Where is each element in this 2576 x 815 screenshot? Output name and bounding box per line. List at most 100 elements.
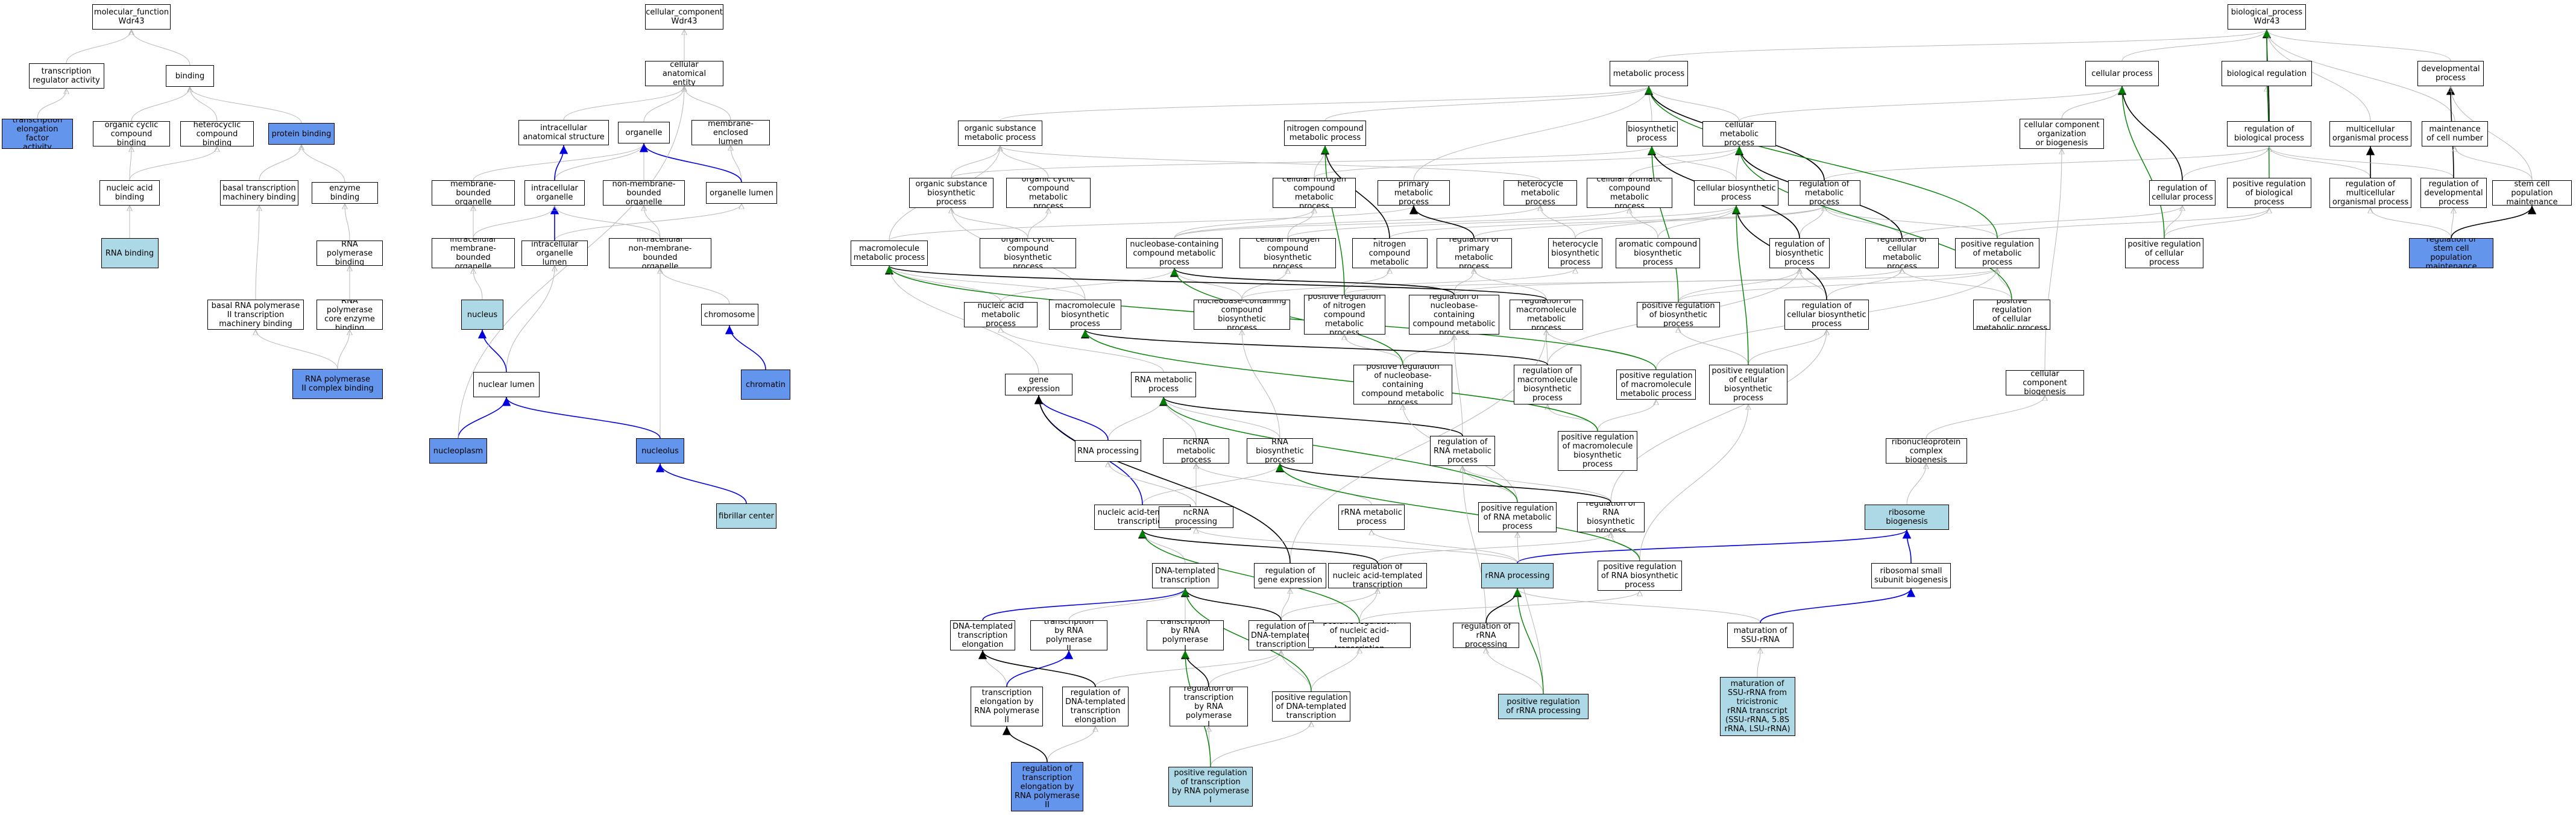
node-hcb[interactable]: heterocyclic compound binding	[180, 121, 254, 146]
node-regcellmp[interactable]: regulation of cellular metabolic process	[1865, 238, 1939, 268]
node-rnab[interactable]: RNA binding	[101, 238, 159, 268]
node-organelle[interactable]: organelle	[618, 122, 670, 143]
node-cae[interactable]: cellular anatomical entity	[645, 61, 723, 86]
node-regdtte[interactable]: regulation of DNA-templated transcriptio…	[1062, 687, 1129, 726]
node-primmp[interactable]: primary metabolic process	[1378, 180, 1450, 206]
node-regbp[interactable]: regulation of biological process	[2227, 121, 2311, 146]
node-inmbo[interactable]: intracellular non-membrane-bounded organ…	[609, 238, 711, 268]
node-matssutri[interactable]: maturation of SSU-rRNA from tricistronic…	[1719, 677, 1795, 736]
node-posregmacromp[interactable]: positive regulation of macromolecule met…	[1616, 370, 1696, 400]
node-rrnamp[interactable]: rRNA metabolic process	[1338, 505, 1405, 530]
node-mel[interactable]: membrane-enclosed lumen	[691, 120, 770, 145]
node-osmp[interactable]: organic substance metabolic process	[958, 121, 1042, 146]
node-dtt[interactable]: DNA-templated transcription	[1152, 563, 1218, 588]
node-binding[interactable]: binding	[166, 65, 214, 87]
node-chromatin[interactable]: chromatin	[741, 370, 790, 400]
node-devproc[interactable]: developmental process	[2417, 61, 2484, 86]
node-tbrnap2[interactable]: transcription by RNA polymerase II	[1030, 620, 1107, 650]
node-posregrnabp[interactable]: positive regulation of RNA biosynthetic …	[1598, 561, 1682, 591]
node-posregnbcmp[interactable]: positive regulation of nucleobase-contai…	[1353, 365, 1452, 404]
node-posregmp[interactable]: positive regulation of metabolic process	[1955, 238, 2039, 268]
node-biosyn[interactable]: biosynthetic process	[1626, 121, 1678, 146]
node-regteb2[interactable]: regulation of transcription elongation b…	[1011, 762, 1083, 811]
node-cc[interactable]: cellular_component Wdr43	[645, 4, 723, 30]
node-regmacrobp[interactable]: regulation of macromolecule biosynthetic…	[1514, 365, 1581, 404]
node-rnapce[interactable]: RNA polymerase core enzyme binding	[316, 300, 383, 330]
node-nbcmp[interactable]: nucleobase-containing compound metabolic…	[1126, 238, 1223, 268]
node-nuclumen[interactable]: nuclear lumen	[473, 372, 540, 397]
node-cellbp[interactable]: cellular biosynthetic process	[1694, 180, 1778, 206]
node-mf[interactable]: molecular_function Wdr43	[92, 4, 171, 30]
node-tefa[interactable]: transcription elongation factor activity	[2, 119, 73, 149]
node-rnpcb[interactable]: ribonucleoprotein complex biogenesis	[1885, 438, 1967, 464]
node-tbrnap1[interactable]: transcription by RNA polymerase I	[1147, 620, 1224, 650]
node-dtte[interactable]: DNA-templated transcription elongation	[950, 620, 1015, 650]
node-cacmp[interactable]: cellular aromatic compound metabolic pro…	[1587, 178, 1672, 208]
node-regrnamp[interactable]: regulation of RNA metabolic process	[1430, 436, 1495, 466]
node-regmulti[interactable]: regulation of multicellular organismal p…	[2329, 178, 2411, 208]
node-occmp[interactable]: organic cyclic compound metabolic proces…	[1006, 178, 1091, 208]
node-ncrnaproc[interactable]: ncRNA processing	[1159, 506, 1233, 528]
node-regcellbp[interactable]: regulation of cellular biosynthetic proc…	[1784, 300, 1869, 330]
node-macromp[interactable]: macromolecule metabolic process	[851, 241, 928, 266]
node-acbp[interactable]: aromatic compound biosynthetic process	[1616, 238, 1700, 268]
node-regcp[interactable]: regulation of cellular process	[2149, 180, 2215, 206]
node-rrnaproc[interactable]: rRNA processing	[1481, 563, 1554, 588]
node-io[interactable]: intracellular organelle	[524, 180, 585, 206]
node-nab[interactable]: nucleic acid binding	[99, 180, 160, 206]
node-regnbcmp[interactable]: regulation of nucleobase-containing comp…	[1409, 295, 1499, 335]
node-nmbo[interactable]: non-membrane-bounded organelle	[603, 180, 685, 206]
node-tra[interactable]: transcription regulator activity	[28, 63, 104, 89]
node-regmacromp[interactable]: regulation of macromolecule metabolic pr…	[1510, 300, 1583, 330]
node-posregncmp[interactable]: positive regulation of nitrogen compound…	[1303, 295, 1385, 335]
node-regrrnaproc[interactable]: regulation of rRNA processing	[1453, 623, 1519, 648]
node-posregdtt[interactable]: positive regulation of DNA-templated tra…	[1272, 691, 1350, 722]
node-regscpm[interactable]: regulation of stem cell population maint…	[2409, 238, 2493, 268]
node-regdev[interactable]: regulation of developmental process	[2420, 178, 2487, 208]
node-cncbp[interactable]: cellular nitrogen compound biosynthetic …	[1239, 238, 1336, 268]
node-protbind[interactable]: protein binding	[268, 123, 335, 145]
node-nbcbp[interactable]: nucleobase-containing compound biosynthe…	[1194, 300, 1290, 330]
node-matssu[interactable]: maturation of SSU-rRNA	[1727, 623, 1793, 648]
node-maintcn[interactable]: maintenance of cell number	[2422, 121, 2488, 146]
node-ccb[interactable]: cellular component biogenesis	[2006, 370, 2084, 395]
node-occbp[interactable]: organic cyclic compound biosynthetic pro…	[980, 238, 1076, 268]
node-regnat[interactable]: regulation of nucleic acid-templated tra…	[1328, 563, 1427, 588]
node-regprimmp[interactable]: regulation of primary metabolic process	[1436, 238, 1512, 268]
node-occb[interactable]: organic cyclic compound binding	[93, 121, 170, 146]
node-enzb[interactable]: enzyme binding	[312, 182, 378, 204]
node-regmp[interactable]: regulation of metabolic process	[1788, 180, 1860, 206]
node-osbp[interactable]: organic substance biosynthetic process	[909, 178, 994, 208]
node-posregcellbp[interactable]: positive regulation of cellular biosynth…	[1709, 365, 1787, 404]
node-posregcp[interactable]: positive regulation of cellular process	[2125, 238, 2203, 268]
node-ribobiog[interactable]: ribosome biogenesis	[1865, 505, 1949, 530]
node-posregrnamp[interactable]: positive regulation of RNA metabolic pro…	[1478, 502, 1557, 532]
node-nucleolus[interactable]: nucleolus	[636, 438, 684, 464]
node-cellproc[interactable]: cellular process	[2085, 61, 2159, 86]
node-scpm[interactable]: stem cell population maintenance	[2492, 180, 2572, 206]
node-regncmp[interactable]: regulation of nitrogen compound metaboli…	[1352, 238, 1428, 268]
node-hetmp[interactable]: heterocycle metabolic process	[1504, 180, 1577, 206]
node-posregbp[interactable]: positive regulation of biological proces…	[2227, 178, 2311, 208]
node-posregcellmp[interactable]: positive regulation of cellular metaboli…	[1973, 300, 2050, 330]
node-mbo[interactable]: membrane-bounded organelle	[432, 180, 515, 206]
node-posregbiosyn[interactable]: positive regulation of biosynthetic proc…	[1637, 302, 1720, 327]
node-macrobp[interactable]: macromolecule biosynthetic process	[1049, 300, 1121, 330]
node-regdtt[interactable]: regulation of DNA-templated transcriptio…	[1249, 620, 1314, 650]
node-cellmp[interactable]: cellular metabolic process	[1702, 121, 1776, 146]
node-posregmacrobp[interactable]: positive regulation of macromolecule bio…	[1558, 431, 1637, 471]
node-regbiosyn[interactable]: regulation of biosynthetic process	[1769, 238, 1830, 268]
node-rnaproc[interactable]: RNA processing	[1075, 440, 1141, 462]
node-bioreg[interactable]: biological regulation	[2222, 61, 2312, 86]
node-cncmp[interactable]: cellular nitrogen compound metabolic pro…	[1273, 178, 1356, 208]
node-chromosome[interactable]: chromosome	[701, 304, 758, 326]
node-reggeneexp[interactable]: regulation of gene expression	[1254, 563, 1326, 588]
node-iol[interactable]: intracellular organelle lumen	[521, 241, 588, 266]
node-ncrnamp[interactable]: ncRNA metabolic process	[1163, 438, 1229, 464]
node-imbo[interactable]: intracellular membrane-bounded organelle	[432, 238, 515, 268]
node-hetbp[interactable]: heterocycle biosynthetic process	[1548, 238, 1602, 268]
node-nucleoplasm[interactable]: nucleoplasm	[429, 438, 487, 464]
node-rnabp[interactable]: RNA biosynthetic process	[1247, 438, 1313, 464]
node-nucleus[interactable]: nucleus	[461, 300, 503, 330]
node-rnamp[interactable]: RNA metabolic process	[1131, 372, 1196, 397]
